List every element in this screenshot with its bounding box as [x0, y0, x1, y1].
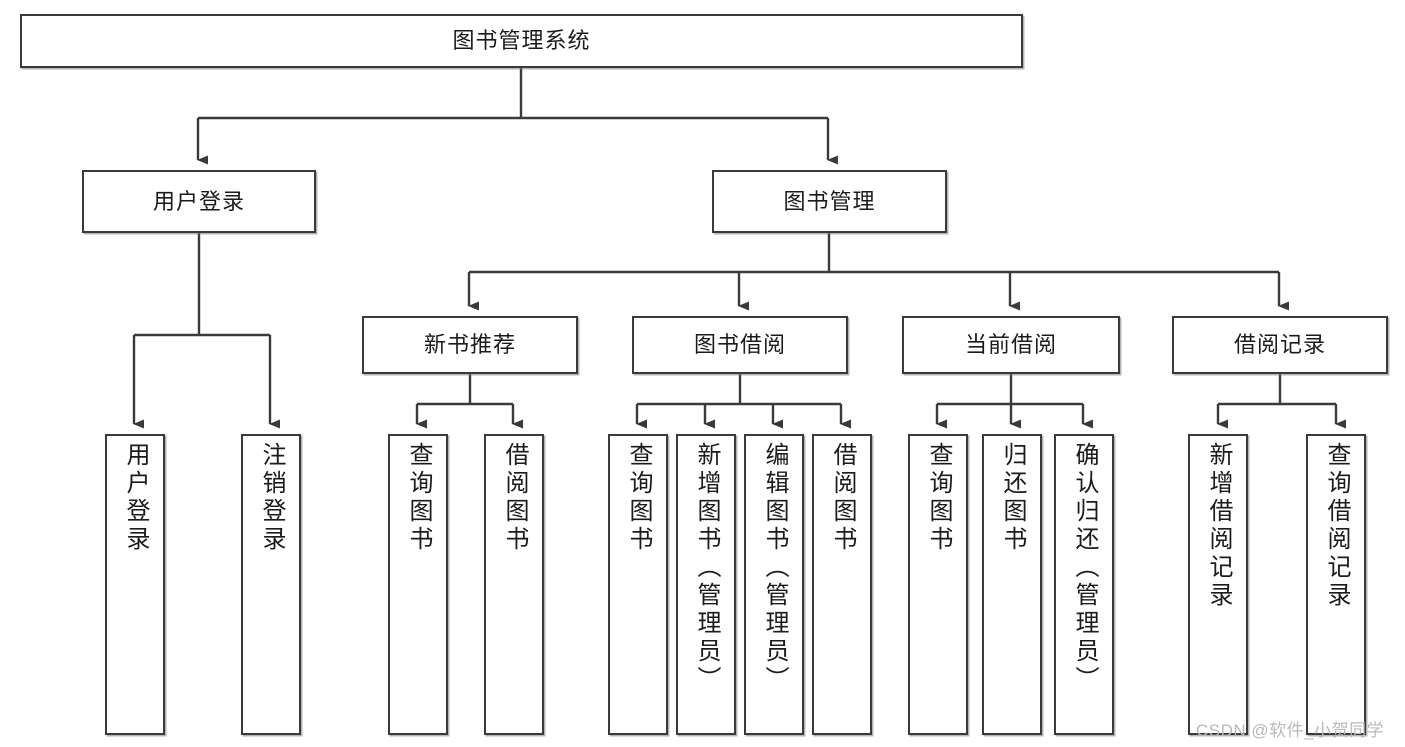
node-leaf-user-login-label: 用户登录 — [122, 442, 149, 554]
node-leaf-edit-book[interactable]: 编辑图书（管理员） — [744, 434, 804, 735]
node-leaf-logout-label: 注销登录 — [258, 442, 285, 554]
node-leaf-borrow-book-bor[interactable]: 借阅图书 — [812, 434, 872, 735]
node-current-borrow[interactable]: 当前借阅 — [902, 316, 1120, 374]
node-new-book-rec-label: 新书推荐 — [423, 332, 516, 358]
node-leaf-edit-book-label: 编辑图书（管理员） — [761, 442, 788, 694]
node-book-borrow-label: 图书借阅 — [693, 332, 786, 358]
node-leaf-query-book-cur[interactable]: 查询图书 — [908, 434, 968, 735]
node-leaf-query-record[interactable]: 查询借阅记录 — [1306, 434, 1366, 735]
node-leaf-add-record[interactable]: 新增借阅记录 — [1188, 434, 1248, 735]
node-current-borrow-label: 当前借阅 — [964, 332, 1057, 358]
node-leaf-confirm-return[interactable]: 确认归还（管理员） — [1054, 434, 1114, 735]
node-leaf-query-record-label: 查询借阅记录 — [1323, 442, 1350, 610]
node-leaf-borrow-book-rec[interactable]: 借阅图书 — [484, 434, 544, 735]
node-leaf-query-book-cur-label: 查询图书 — [925, 442, 952, 554]
node-leaf-query-book-bor-label: 查询图书 — [625, 442, 652, 554]
node-borrow-record-label: 借阅记录 — [1233, 332, 1326, 358]
node-leaf-add-book[interactable]: 新增图书（管理员） — [676, 434, 736, 735]
node-leaf-query-book-rec[interactable]: 查询图书 — [388, 434, 448, 735]
node-user-login[interactable]: 用户登录 — [82, 170, 316, 233]
node-borrow-record[interactable]: 借阅记录 — [1172, 316, 1388, 374]
node-root-label: 图书管理系统 — [452, 28, 591, 54]
node-leaf-logout[interactable]: 注销登录 — [241, 434, 301, 735]
node-new-book-rec[interactable]: 新书推荐 — [362, 316, 578, 374]
node-leaf-confirm-return-label: 确认归还（管理员） — [1071, 442, 1098, 694]
node-leaf-add-record-label: 新增借阅记录 — [1205, 442, 1232, 610]
node-leaf-borrow-book-rec-label: 借阅图书 — [501, 442, 528, 554]
node-root[interactable]: 图书管理系统 — [20, 14, 1023, 68]
node-book-borrow[interactable]: 图书借阅 — [632, 316, 848, 374]
node-leaf-return-book-label: 归还图书 — [999, 442, 1026, 554]
node-book-manage[interactable]: 图书管理 — [712, 170, 947, 233]
node-leaf-query-book-bor[interactable]: 查询图书 — [608, 434, 668, 735]
node-leaf-borrow-book-bor-label: 借阅图书 — [829, 442, 856, 554]
node-book-manage-label: 图书管理 — [783, 188, 876, 214]
node-user-login-label: 用户登录 — [152, 188, 245, 214]
node-leaf-user-login[interactable]: 用户登录 — [105, 434, 165, 735]
node-leaf-add-book-label: 新增图书（管理员） — [693, 442, 720, 694]
csdn-watermark: CSDN @软件_小贺同学 — [1196, 721, 1385, 740]
node-leaf-query-book-rec-label: 查询图书 — [405, 442, 432, 554]
node-leaf-return-book[interactable]: 归还图书 — [982, 434, 1042, 735]
